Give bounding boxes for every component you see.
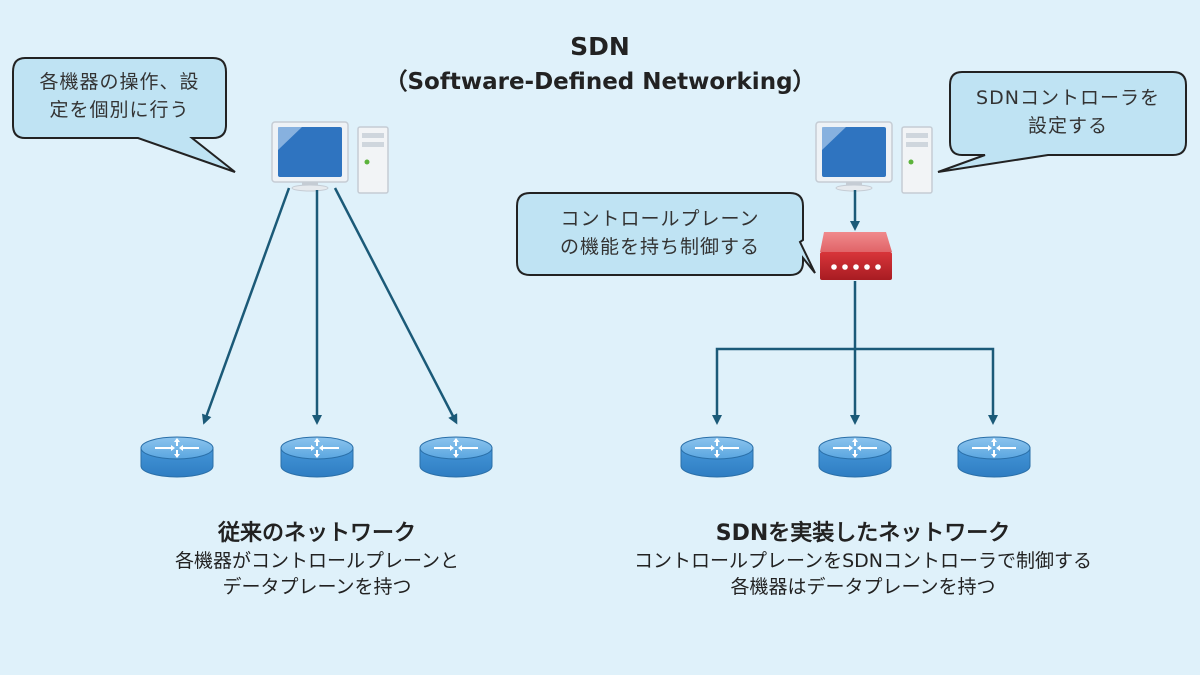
diagram-title: SDN <box>570 32 630 61</box>
left-bubble-line-1: 各機器の操作、設 <box>39 71 200 93</box>
left-bubble-text: 各機器の操作、設 定を個別に行う <box>13 68 226 124</box>
left-caption-title: 従来のネットワーク <box>217 521 416 546</box>
left-caption: 従来のネットワーク 各機器がコントロールプレーンと データプレーンを持つ <box>100 520 534 600</box>
right-router-2-icon <box>818 436 892 478</box>
branch-line <box>715 347 995 420</box>
left-router-2-icon <box>280 436 354 478</box>
right-top-bubble-line-2: 設定する <box>1027 115 1108 137</box>
left-connection-arrows <box>202 187 458 425</box>
right-caption-title: SDNを実装したネットワーク <box>715 521 1011 546</box>
right-top-speech-bubble <box>937 71 1187 173</box>
right-mid-speech-bubble <box>516 192 816 276</box>
right-mid-bubble-text: コントロールプレーン の機能を持ち制御する <box>517 205 803 261</box>
diagram-subtitle: （Software-Defined Networking） <box>384 69 816 95</box>
right-caption-line-2: 各機器はデータプレーンを持つ <box>730 576 996 598</box>
right-router-3-icon <box>957 436 1031 478</box>
right-top-bubble-line-1: SDNコントローラを <box>976 87 1160 109</box>
right-mid-bubble-line-1: コントロールプレーン <box>560 208 760 230</box>
right-computer-icon <box>815 121 933 194</box>
right-caption: SDNを実装したネットワーク コントロールプレーンをSDNコントローラで制御する… <box>580 520 1146 600</box>
left-caption-line-1: 各機器がコントロールプレーンと <box>174 550 460 572</box>
sdn-controller-icon <box>820 232 892 280</box>
left-bubble-line-2: 定を個別に行う <box>49 99 190 121</box>
arrow-to-left-router-3 <box>333 187 458 425</box>
left-router-1-icon <box>140 436 214 478</box>
arrow-to-left-router-1 <box>202 187 291 425</box>
right-top-bubble-text: SDNコントローラを 設定する <box>950 84 1186 140</box>
right-mid-bubble-line-2: の機能を持ち制御する <box>559 236 760 258</box>
left-router-3-icon <box>419 436 493 478</box>
right-caption-line-1: コントロールプレーンをSDNコントローラで制御する <box>634 550 1092 572</box>
right-router-1-icon <box>680 436 754 478</box>
right-connection-tree <box>712 281 998 425</box>
left-speech-bubble <box>12 57 236 173</box>
left-computer-icon <box>271 121 389 194</box>
left-caption-line-2: データプレーンを持つ <box>222 576 412 598</box>
